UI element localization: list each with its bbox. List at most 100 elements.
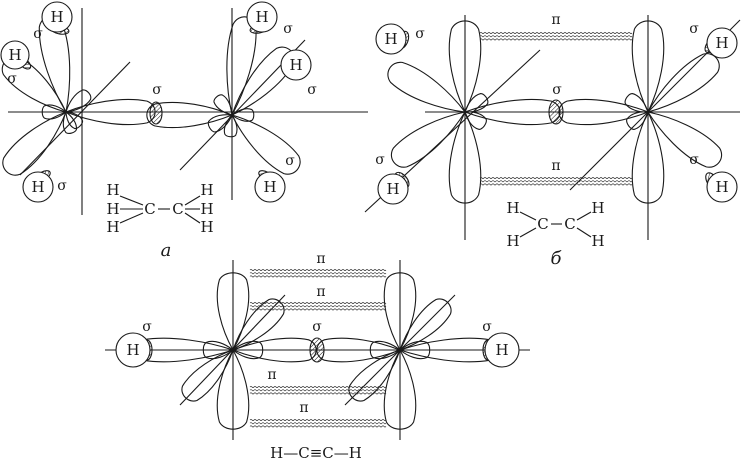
ethane-left-diagonal-axis — [19, 61, 131, 176]
ethane-c2-lobe-up — [226, 16, 257, 117]
acetylene-sigma-h2: σ — [482, 319, 492, 335]
ethylene-c1-sp2-upleft — [387, 61, 467, 113]
acetylene-pi-overlap-4 — [249, 419, 387, 428]
ethane-c2-small-lobe-down — [223, 114, 238, 138]
ethane-h2-label: H — [8, 46, 21, 64]
ethylene-h1-label: H — [384, 30, 397, 48]
ethane-formula-atom-1: H — [106, 200, 119, 218]
ethane-h2-ring — [0, 40, 30, 70]
acetylene-c2-p-diag-dl — [348, 349, 401, 402]
acetylene-c2-p-down — [383, 348, 417, 430]
acetylene-c2-p-up — [383, 272, 417, 352]
ethylene-c1-small-dr — [464, 111, 487, 130]
ethylene-formula-atom-0: H — [506, 199, 519, 217]
acetylene-pi-4: π — [299, 400, 308, 416]
ethylene-cc-sigma-overlap — [548, 99, 564, 125]
ethane-c1-lobe-downleft — [2, 111, 67, 176]
acetylene-c2-small-right — [399, 340, 431, 360]
acetylene-pi-3: π — [267, 367, 276, 383]
acetylene-c1-small-right — [232, 340, 264, 360]
ethylene-sigma-h1: σ — [415, 26, 425, 42]
ethylene-pi-top: π — [551, 12, 560, 28]
acetylene-sigma-h1: σ — [142, 319, 152, 335]
ethane-sigma-h3: σ — [57, 178, 67, 194]
acetylene-h1-label: H — [126, 341, 139, 359]
ethane-formula-atom-0: H — [106, 181, 119, 199]
ethylene-c2-small-dl — [626, 111, 649, 130]
acetylene-pi-2: π — [316, 284, 325, 300]
ethane-c1-small-lobe-down — [62, 111, 77, 134]
ethylene-c2-p-down — [631, 110, 665, 204]
ethane-formula-atom-7: H — [200, 218, 213, 236]
ethane-h5-ring — [280, 49, 312, 81]
ethylene-c1-p-up — [448, 20, 482, 114]
ethane-h6-label: H — [263, 178, 276, 196]
ethane-h1-ring — [41, 1, 73, 33]
ethane-c1-small-lobe-ur — [65, 89, 92, 113]
acetylene-c1-small-left — [202, 340, 234, 360]
ethylene-formula-atom-2: C — [537, 215, 548, 233]
ethylene-sigma-cc: σ — [552, 82, 562, 98]
ethane-h6-ring — [254, 171, 286, 203]
acetylene-formula: H—C≡C—H — [270, 444, 362, 461]
ethylene-sigma-h4: σ — [689, 152, 699, 168]
ethylene-formula-bond-0 — [519, 211, 537, 221]
ethane-h3-label: H — [31, 178, 44, 196]
acetylene-c2-p-diag-ur — [399, 298, 452, 351]
ethane-c2-lobe-upright — [231, 46, 295, 117]
ethane-formula-bond-0 — [119, 195, 144, 206]
ethylene-formula-bond-4 — [576, 227, 592, 238]
ethylene-formula-atom-4: H — [591, 199, 604, 217]
ethane-h3-ring — [22, 171, 54, 203]
acetylene-c2-small-left — [369, 340, 401, 360]
panel-a-label: а — [161, 240, 172, 261]
acetylene-sigma-cc: σ — [312, 319, 322, 335]
ethylene-c2-sp2-downright — [646, 111, 723, 168]
ethane-sigma-h6: σ — [285, 153, 295, 169]
ethylene-h2-ring — [377, 173, 409, 205]
acetylene-pi-overlap-2 — [249, 302, 387, 311]
ethylene-formula-atom-5: H — [591, 232, 604, 250]
ethane-formula-bond-4 — [184, 195, 201, 206]
acetylene-pi-overlap-1 — [249, 269, 387, 278]
acetylene-h2-label: H — [495, 341, 508, 359]
ethylene-c2-small-ul — [624, 93, 649, 113]
ethane-formula-atom-4: C — [172, 200, 183, 218]
ethane-c2-lobe-left — [146, 101, 234, 129]
ethylene-formula-atom-3: C — [564, 215, 575, 233]
ethylene-pi-bottom: π — [551, 158, 560, 174]
ethylene-c1-sp2-downleft — [390, 111, 467, 168]
acetylene-h2-ring — [484, 332, 520, 368]
ethylene-c2-p-up — [631, 20, 665, 114]
ethane-sigma-h2: σ — [7, 71, 17, 87]
ethane-sigma-h5: σ — [307, 82, 317, 98]
ethylene-formula-atom-1: H — [506, 232, 519, 250]
ethane-cc-sigma-overlap — [149, 101, 163, 125]
ethane-c2-small-lobe-right — [231, 108, 255, 122]
ethane-formula-bond-6 — [184, 212, 201, 224]
ethane-h4-ring — [246, 1, 278, 33]
orbital-lobes-layer — [1, 15, 723, 430]
ethane-formula-atom-6: H — [200, 200, 213, 218]
ethane-formula-bond-2 — [119, 212, 144, 224]
acetylene-cc-sigma-overlap — [309, 337, 325, 363]
ethane-c2-lobe-downright — [230, 114, 301, 175]
ethane-sigma-h1: σ — [33, 26, 43, 42]
ethylene-h3-ring — [706, 27, 738, 59]
acetylene-h1-ring — [115, 332, 151, 368]
ethane-h5-label: H — [289, 56, 302, 74]
ethylene-h1-ring — [375, 23, 407, 55]
ethylene-pi-overlap-bottom — [479, 177, 633, 186]
ethane-sigma-cc: σ — [152, 82, 162, 98]
acetylene-c1-p-diag-dl — [181, 349, 234, 402]
ethylene-c1-p-down — [448, 110, 482, 204]
ethane-h1-label: H — [50, 8, 63, 26]
ethylene-h4-label: H — [715, 178, 728, 196]
ethylene-h3-label: H — [715, 34, 728, 52]
ethane-h4-label: H — [255, 8, 268, 26]
ethylene-formula-bond-1 — [519, 227, 537, 238]
